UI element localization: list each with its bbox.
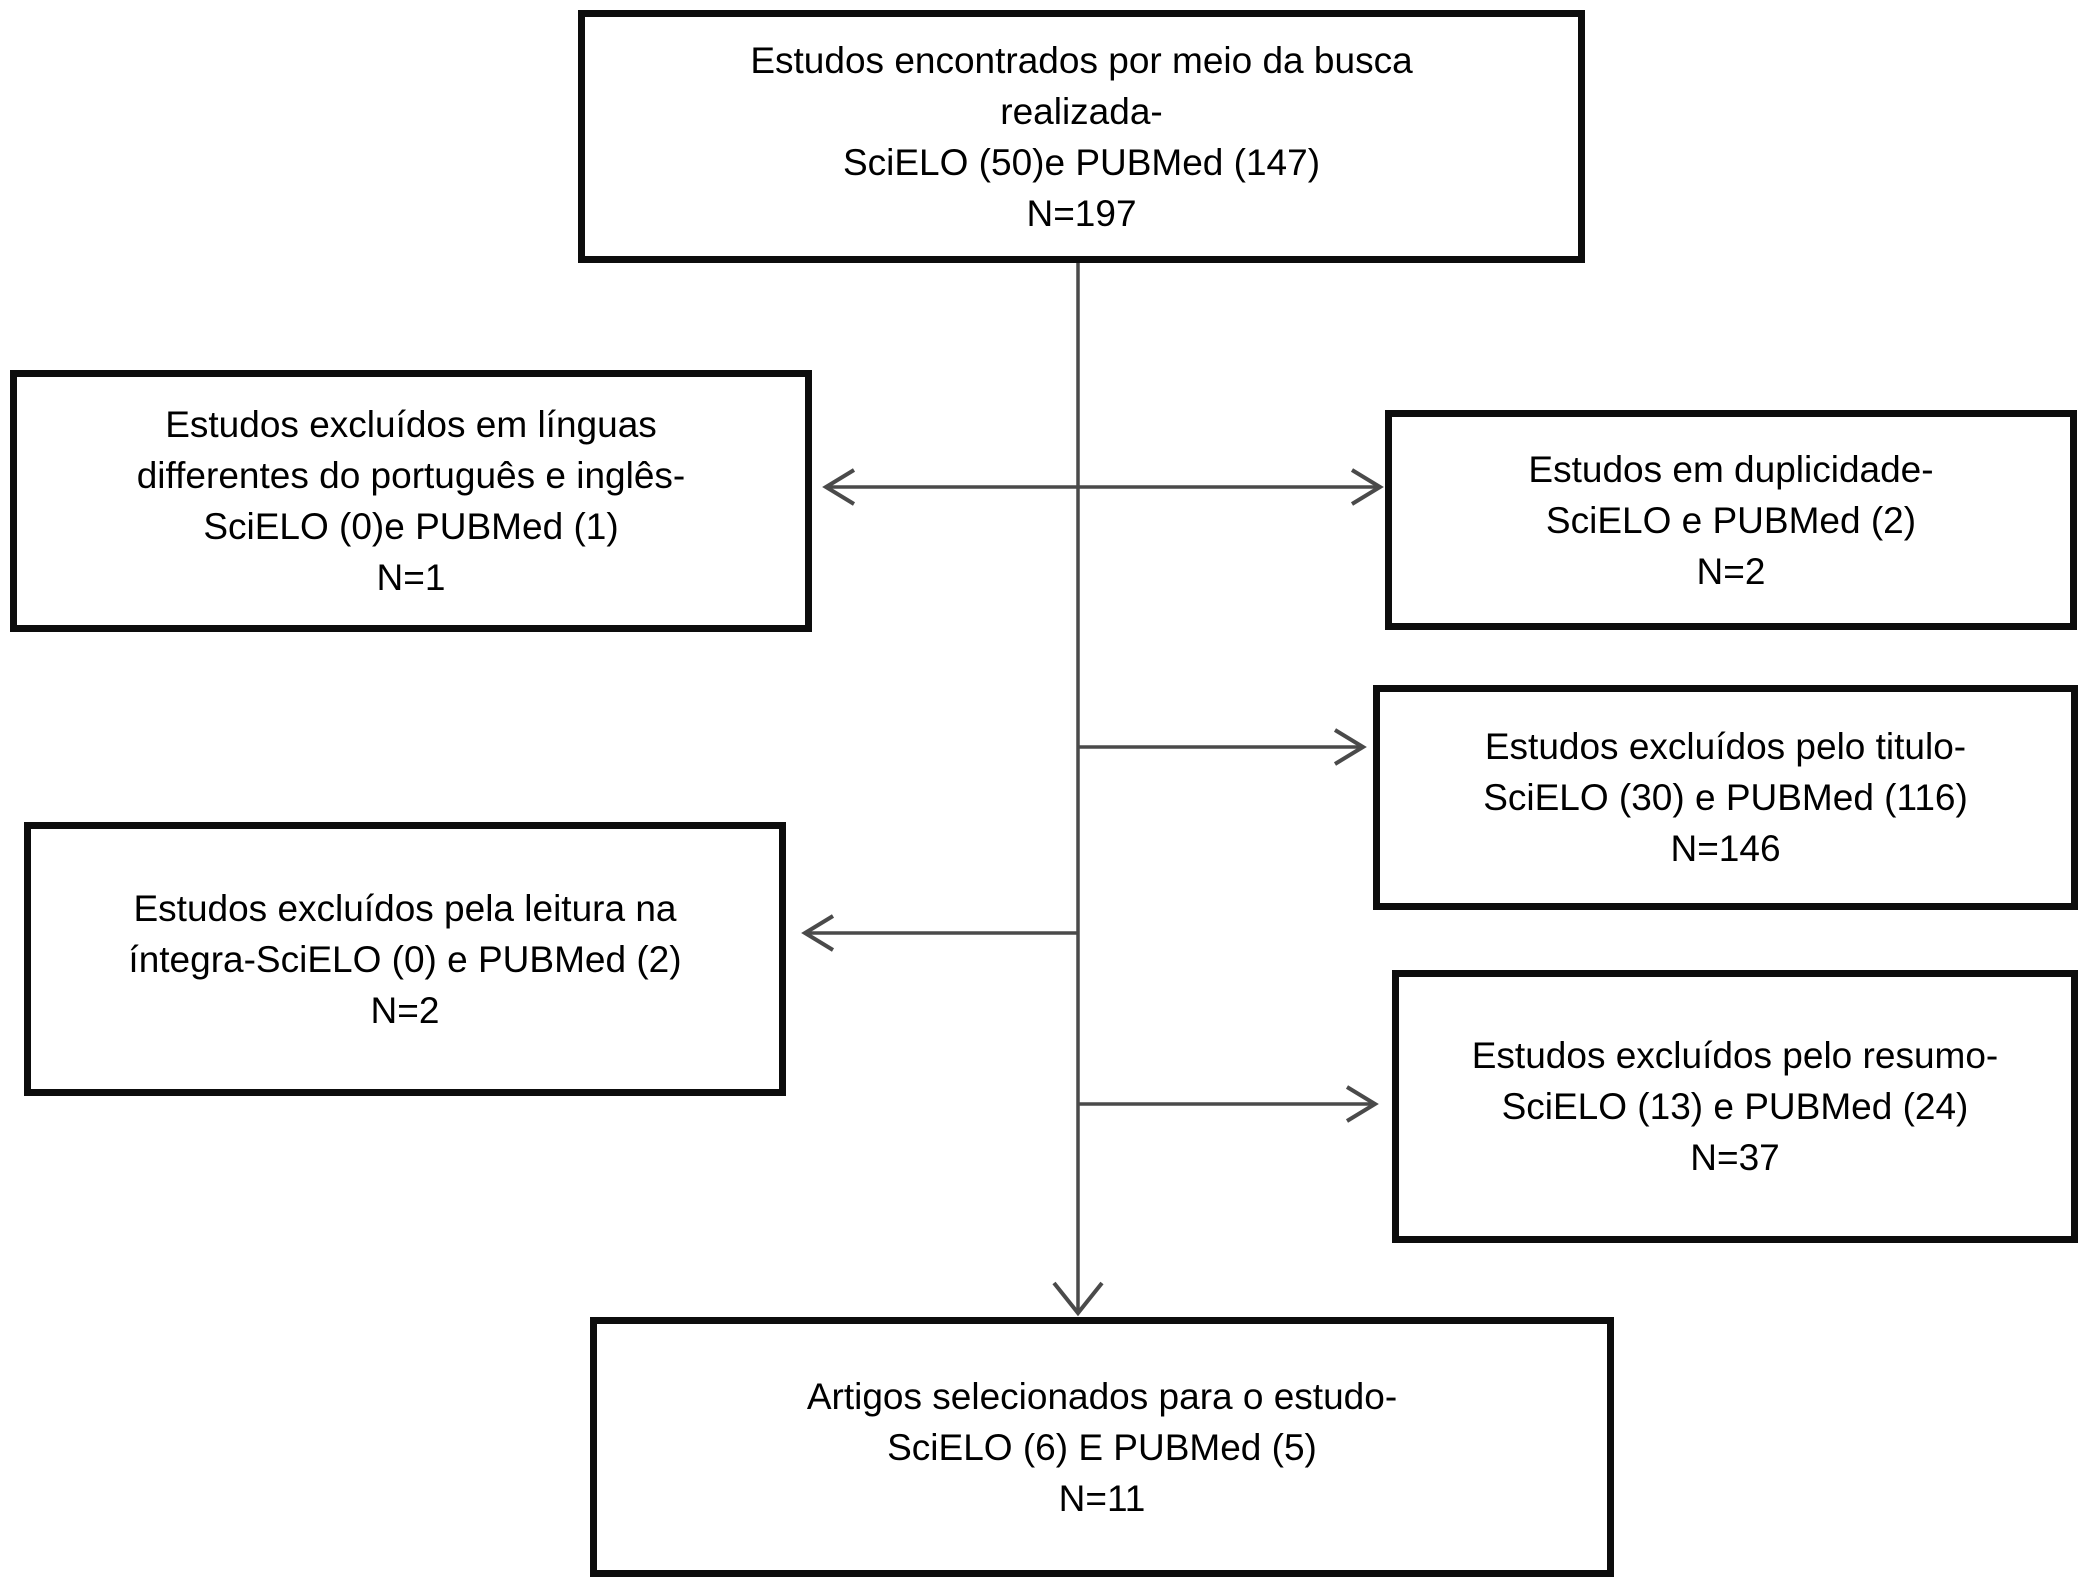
box-studies-found-line: Estudos encontrados por meio da busca bbox=[750, 39, 1413, 81]
box-selected-articles-count: N=11 bbox=[1058, 1477, 1146, 1519]
arrow-left-icon bbox=[801, 914, 835, 952]
arrow-left-icon bbox=[822, 468, 856, 506]
box-studies-found-count: N=197 bbox=[1026, 192, 1137, 234]
arrow-right-icon bbox=[1350, 468, 1384, 506]
box-excluded-by-title: Estudos excluídos pelo titulo- SciELO (3… bbox=[1373, 685, 2078, 910]
box-excluded-by-title-line: Estudos excluídos pelo titulo- bbox=[1484, 726, 1967, 767]
box-excluded-by-fulltext-line: íntegra-SciELO (0) e PUBMed (2) bbox=[128, 938, 682, 980]
box-studies-found-line: SciELO (50)e PUBMed (147) bbox=[842, 141, 1321, 183]
box-studies-found-line: realizada- bbox=[1000, 90, 1163, 132]
box-excluded-by-abstract-count: N=37 bbox=[1690, 1137, 1780, 1178]
box-excluded-by-abstract-line: SciELO (13) e PUBMed (24) bbox=[1501, 1086, 1969, 1127]
box-excluded-languages-count: N=1 bbox=[376, 557, 446, 598]
box-excluded-by-title-line: SciELO (30) e PUBMed (116) bbox=[1483, 777, 1968, 818]
box-duplicates-count: N=2 bbox=[1696, 550, 1766, 592]
arrow-down-icon bbox=[1052, 1281, 1104, 1317]
box-excluded-by-title-count: N=146 bbox=[1670, 828, 1781, 869]
box-selected-articles: Artigos selecionados para o estudo- SciE… bbox=[590, 1317, 1614, 1577]
box-excluded-by-fulltext-line: Estudos excluídos pela leitura na bbox=[133, 887, 677, 929]
box-studies-found: Estudos encontrados por meio da busca re… bbox=[578, 10, 1585, 263]
arrow-right-icon bbox=[1345, 1085, 1379, 1123]
box-duplicates: Estudos em duplicidade- SciELO e PUBMed … bbox=[1385, 410, 2077, 630]
box-excluded-languages-line: Estudos excluídos em línguas bbox=[165, 404, 657, 445]
box-excluded-by-abstract-line: Estudos excluídos pelo resumo- bbox=[1471, 1035, 1999, 1076]
box-excluded-languages-line: differentes do português e inglês- bbox=[136, 455, 686, 496]
box-duplicates-line: SciELO e PUBMed (2) bbox=[1545, 499, 1917, 541]
arrow-right-icon bbox=[1333, 728, 1367, 766]
box-excluded-by-fulltext-count: N=2 bbox=[370, 989, 440, 1031]
box-duplicates-line: Estudos em duplicidade- bbox=[1528, 448, 1934, 490]
box-selected-articles-line: Artigos selecionados para o estudo- bbox=[806, 1375, 1398, 1417]
box-excluded-languages-line: SciELO (0)e PUBMed (1) bbox=[203, 506, 619, 547]
box-excluded-languages: Estudos excluídos em línguas differentes… bbox=[10, 370, 812, 632]
box-selected-articles-line: SciELO (6) E PUBMed (5) bbox=[887, 1426, 1317, 1468]
box-excluded-by-fulltext: Estudos excluídos pela leitura na íntegr… bbox=[24, 822, 786, 1096]
box-excluded-by-abstract: Estudos excluídos pelo resumo- SciELO (1… bbox=[1392, 970, 2078, 1243]
